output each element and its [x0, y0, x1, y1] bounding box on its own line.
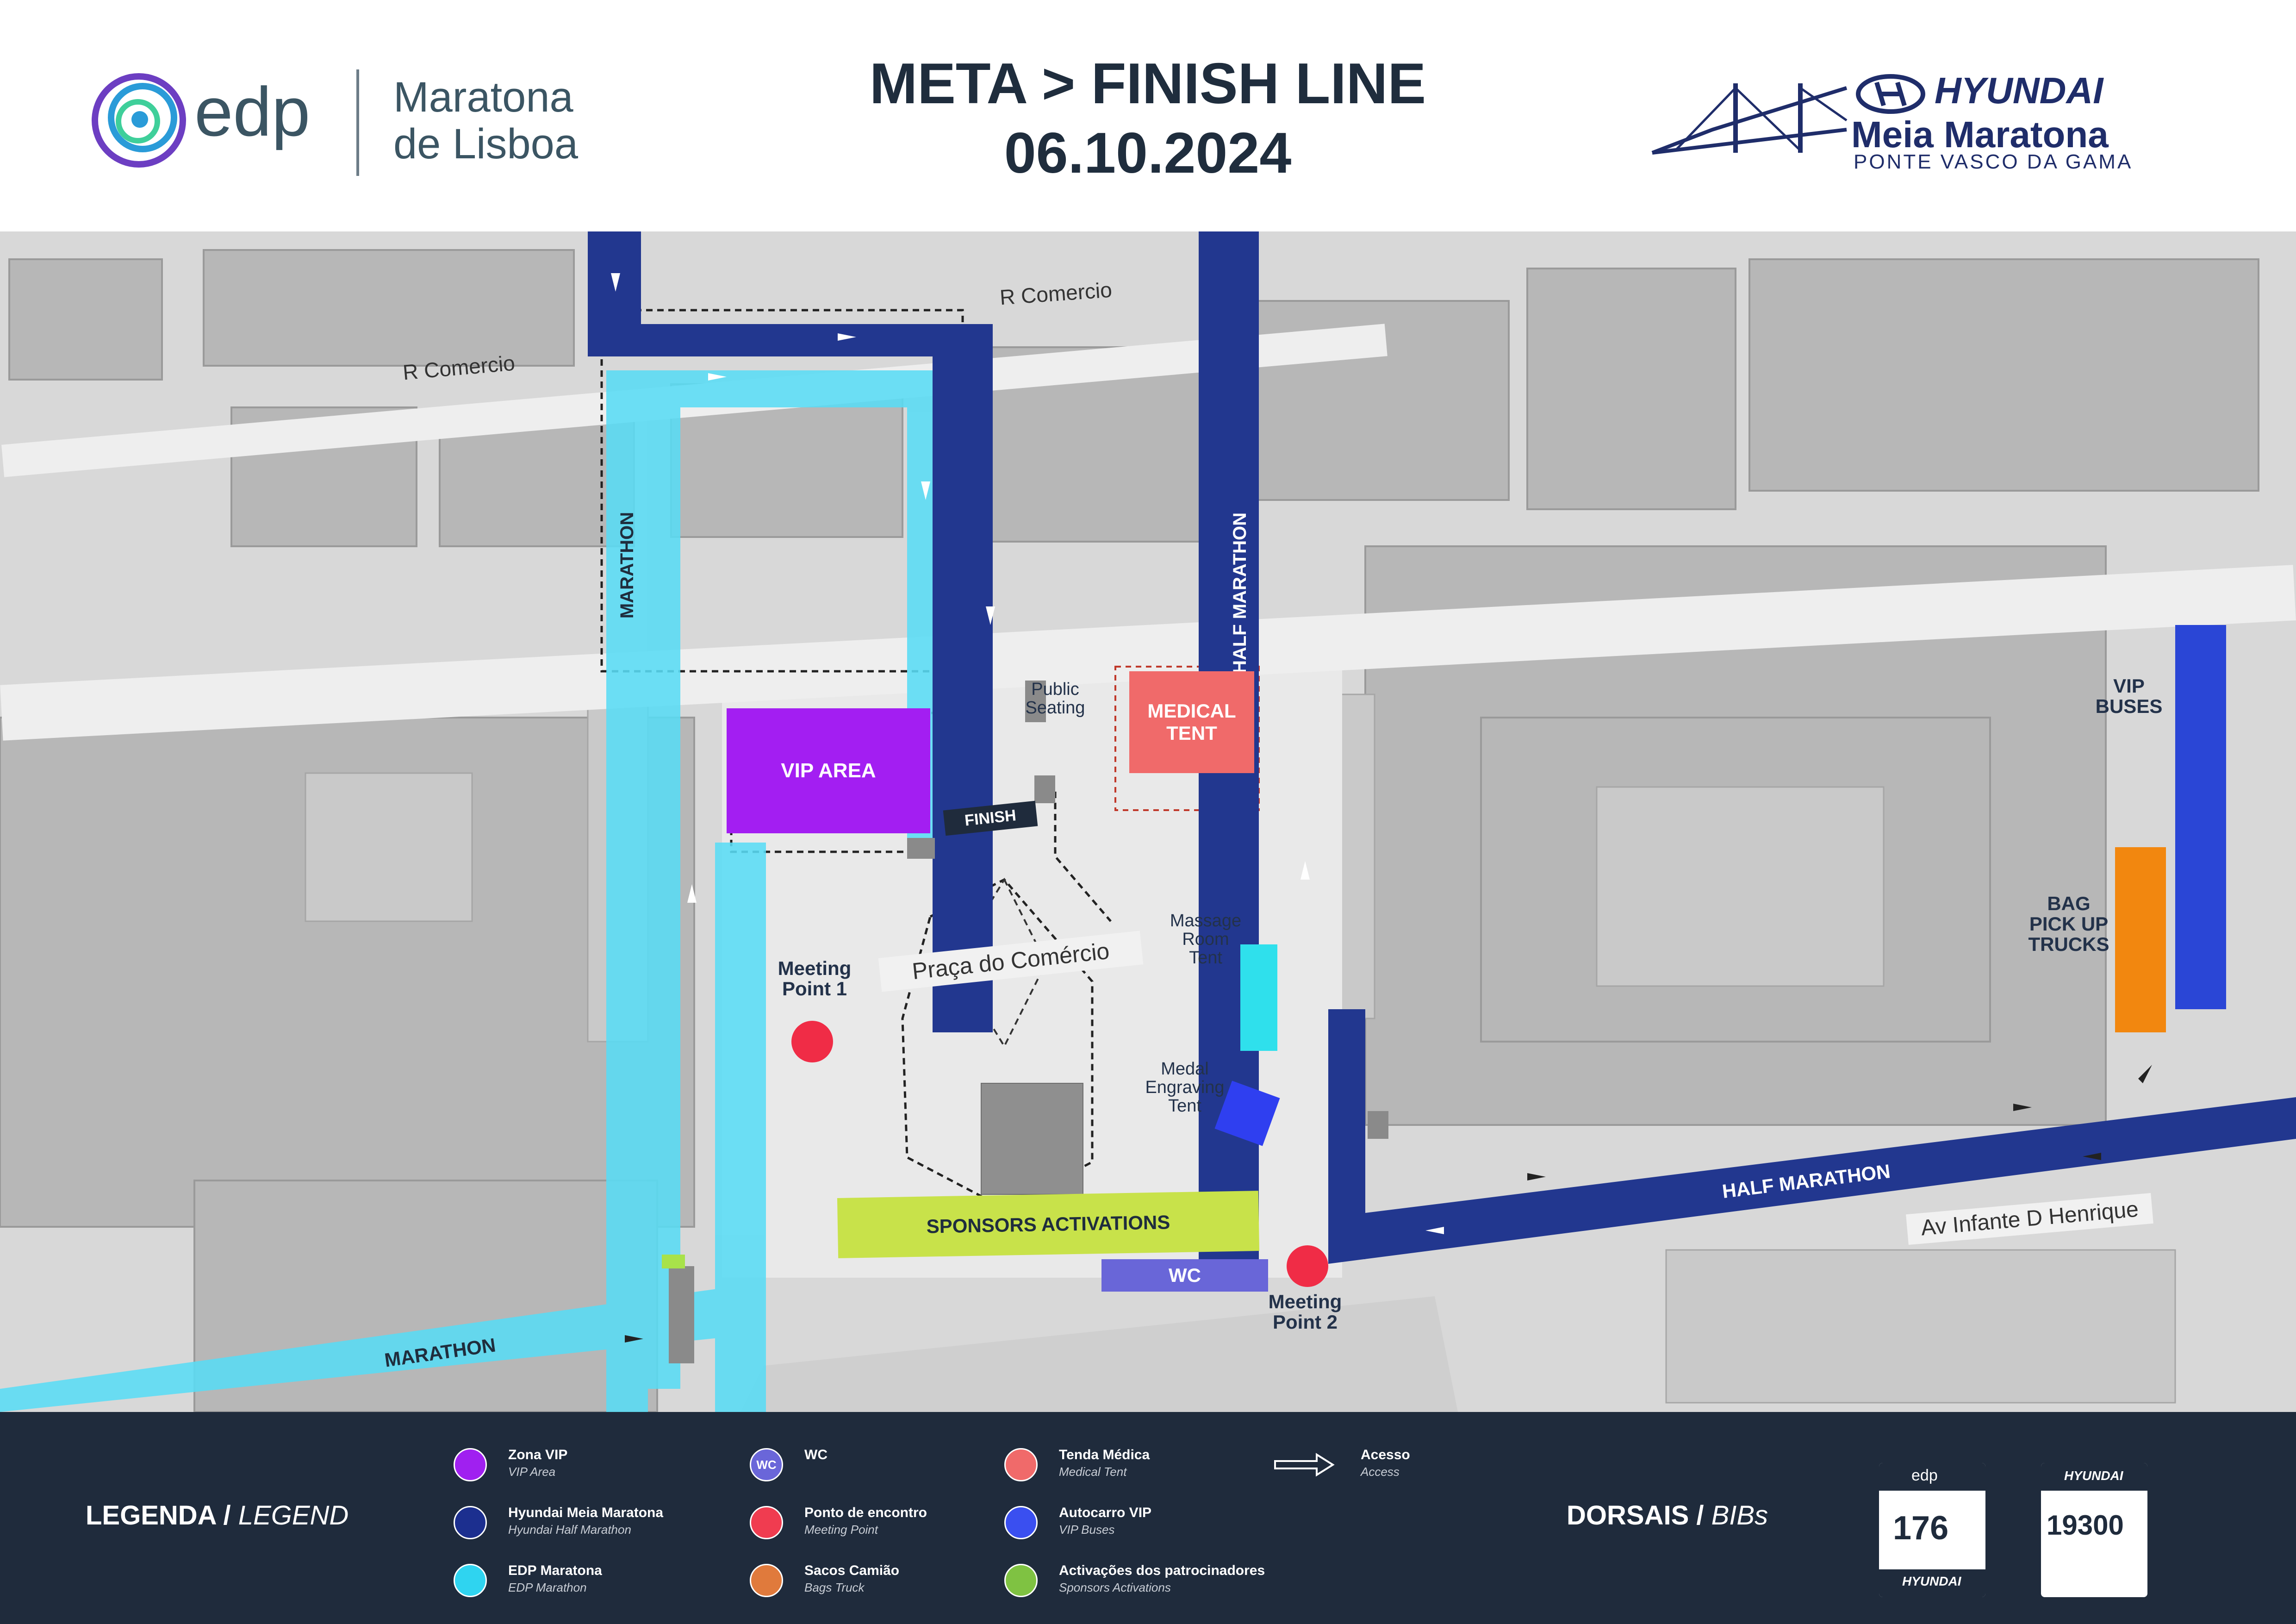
bag-trucks-zone — [2115, 847, 2166, 1032]
bibs-title-en: BIBs — [1711, 1500, 1768, 1530]
legend-item-label: Tenda Médica — [1059, 1447, 1150, 1462]
bag-trucks-label: BAG PICK UP TRUCKS — [2028, 893, 2109, 956]
vip-buses-zone — [2175, 625, 2226, 1009]
bibs-title: DORSAIS / BIBs — [1567, 1500, 1768, 1531]
hyundai-brand: HYUNDAI — [1935, 70, 2103, 111]
bib-hyundai: HYUNDAI 19300 — [2041, 1463, 2147, 1597]
meia-maratona: Meia Maratona — [1851, 114, 2109, 155]
wc-zone: WC — [1101, 1259, 1268, 1292]
hyundai-logo-icon — [1856, 74, 1925, 114]
meeting-point-2-marker — [1287, 1245, 1328, 1287]
header-divider — [356, 69, 359, 176]
legend-title: LEGENDA / LEGEND — [86, 1500, 348, 1531]
legend-item-sublabel: EDP Marathon — [508, 1580, 587, 1594]
header: edp Maratona de Lisboa META > FINISH LIN… — [0, 0, 2296, 231]
bib-hyundai-number: 19300 — [2047, 1510, 2124, 1541]
bib-edp-sponsor: HYUNDAI — [1902, 1574, 1961, 1588]
vip-buses-label: VIP BUSES — [2095, 675, 2163, 718]
legend-item-sublabel: Meeting Point — [804, 1523, 878, 1537]
massage-tent-label: Massage Room Tent — [1170, 911, 1242, 968]
edp-brand: edp — [194, 73, 311, 150]
maratona-line2: de Lisboa — [393, 120, 578, 168]
bib-edp: edp 176 HYUNDAI — [1879, 1463, 1985, 1597]
legend-swatch-icon — [1004, 1506, 1038, 1539]
ponte-vasco: PONTE VASCO DA GAMA — [1854, 150, 2133, 173]
half-marathon-vertical-label: HALF MARATHON — [1230, 512, 1251, 674]
page-date: 06.10.2024 — [1004, 121, 1292, 185]
meeting-point-1-marker — [791, 1021, 833, 1062]
public-seating-label: Public Seating — [1025, 680, 1085, 718]
bib-edp-brand: edp — [1911, 1467, 1938, 1484]
legend-item-label: Autocarro VIP — [1059, 1505, 1152, 1520]
legend-item-sublabel: Bags Truck — [804, 1580, 865, 1594]
maratona-title: Maratona de Lisboa — [393, 74, 578, 168]
vip-area: VIP AREA — [727, 708, 930, 833]
legend-item-label: Sacos Camião — [804, 1563, 900, 1578]
legend-swatch-icon — [1004, 1448, 1038, 1481]
bridge-icon — [1651, 83, 1848, 155]
legend-swatch-icon — [1004, 1564, 1038, 1597]
medical-tent: MEDICAL TENT — [1129, 671, 1254, 773]
legend-item-label: Zona VIP — [508, 1447, 568, 1462]
sponsors-activations: SPONSORS ACTIVATIONS — [837, 1191, 1260, 1258]
legend-item-label: Activações dos patrocinadores — [1059, 1563, 1265, 1578]
page-title: META > FINISH LINE — [869, 52, 1426, 116]
legend-title-en: LEGEND — [238, 1500, 349, 1530]
legend-item-sublabel: Access — [1361, 1465, 1400, 1479]
legend-swatch-icon — [454, 1506, 487, 1539]
meeting-point-1-label: Meeting Point 1 — [778, 957, 852, 1000]
legend-swatch-icon — [750, 1506, 783, 1539]
legend-item-sublabel: Medical Tent — [1059, 1465, 1127, 1479]
bib-hyundai-brand: HYUNDAI — [2064, 1468, 2123, 1483]
meeting-point-2-label: Meeting Point 2 — [1268, 1291, 1342, 1333]
legend-item-label: Hyundai Meia Maratona — [508, 1505, 664, 1520]
legend-swatch-icon — [454, 1448, 487, 1481]
legend-item-sublabel: Hyundai Half Marathon — [508, 1523, 631, 1537]
massage-tent — [1240, 944, 1277, 1051]
legend-swatch-icon — [454, 1564, 487, 1597]
marathon-vertical-label: MARATHON — [617, 512, 638, 619]
legend-item-sublabel: VIP Area — [508, 1465, 556, 1479]
bib-edp-number: 176 — [1893, 1510, 1949, 1547]
legend-item-label: Acesso — [1361, 1447, 1410, 1462]
legend-item-sublabel: VIP Buses — [1059, 1523, 1115, 1537]
legend-swatch-icon — [750, 1564, 783, 1597]
medal-tent-label: Medal Engraving Tent — [1145, 1059, 1225, 1116]
legend-item-label: WC — [804, 1447, 828, 1462]
bibs-title-pt: DORSAIS / — [1567, 1500, 1704, 1530]
legend-item-label: Ponto de encontro — [804, 1505, 927, 1520]
legend-item-label: EDP Maratona — [508, 1563, 602, 1578]
maratona-line1: Maratona — [393, 74, 573, 121]
legend-swatch-icon: WC — [750, 1448, 783, 1481]
legend-title-pt: LEGENDA / — [86, 1500, 231, 1530]
map-area: R Comercio R Comercio Av Infante D Henri… — [0, 231, 2296, 1412]
access-arrow-icon — [1274, 1453, 1335, 1477]
legend-item-sublabel: Sponsors Activations — [1059, 1580, 1171, 1594]
edp-logo-icon — [92, 73, 186, 168]
